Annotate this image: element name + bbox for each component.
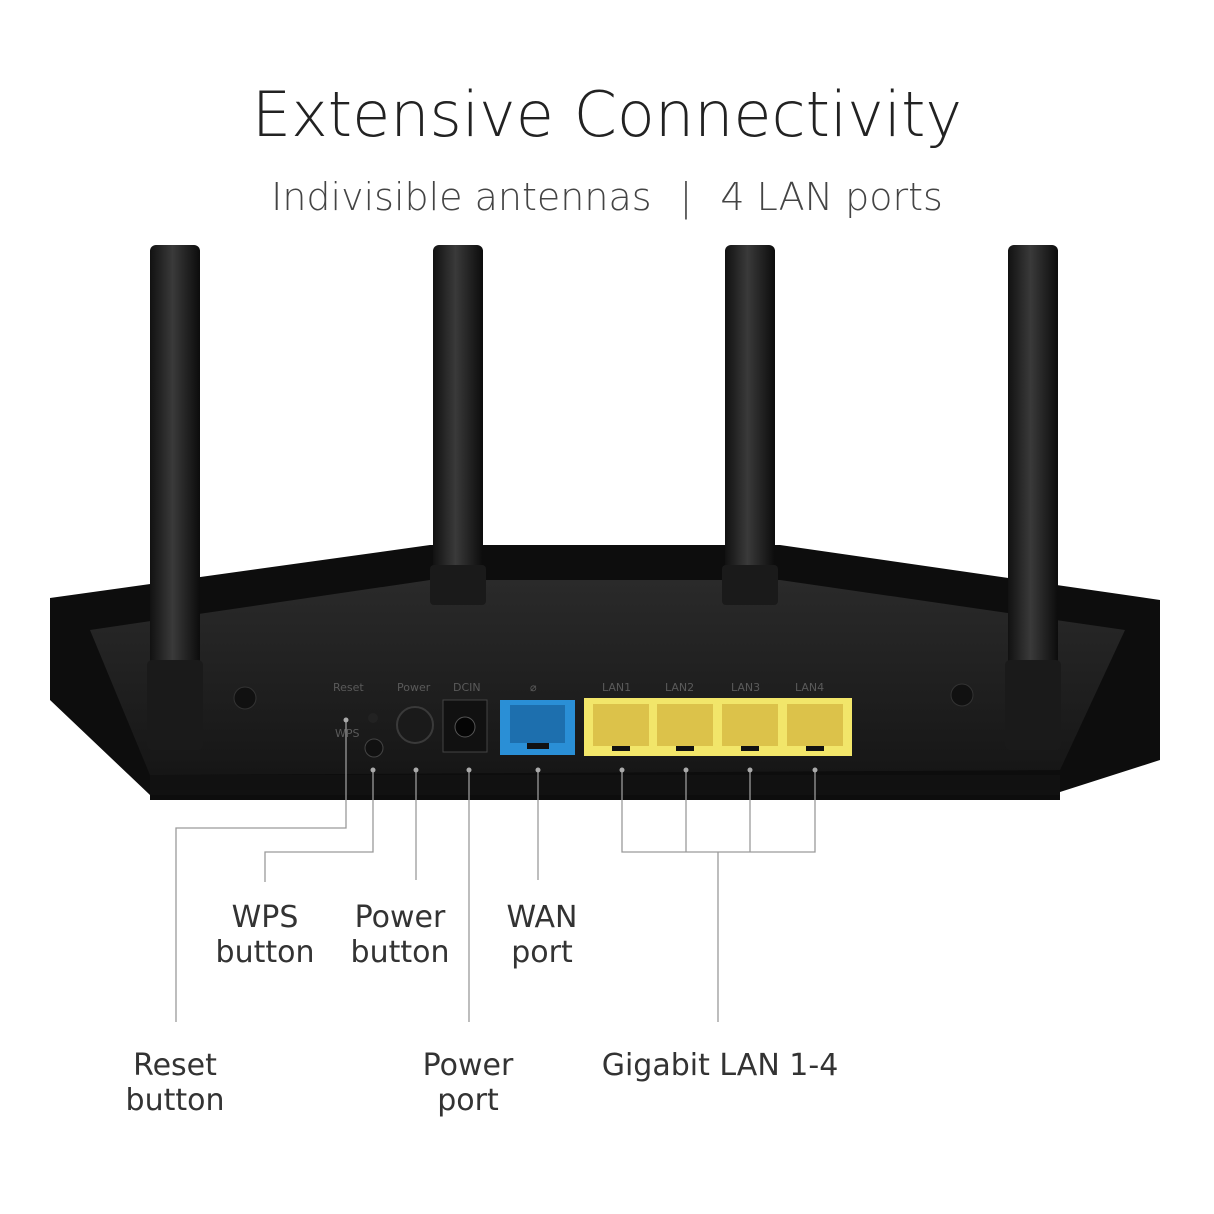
callout-wps-button: WPS button bbox=[216, 900, 315, 970]
callout-line: WAN bbox=[506, 900, 578, 935]
antenna-4 bbox=[1008, 245, 1058, 750]
callout-line: Reset bbox=[133, 1048, 217, 1083]
screw-icon bbox=[233, 686, 257, 710]
callout-reset-button: Reset button bbox=[126, 1048, 225, 1118]
antennas bbox=[147, 245, 1061, 750]
lan3-label: LAN3 bbox=[731, 681, 760, 694]
wps-label: WPS bbox=[335, 727, 360, 740]
callout-line: Power bbox=[422, 1048, 514, 1083]
callout-line: port bbox=[511, 935, 573, 970]
callout-power-port: Power port bbox=[423, 1048, 514, 1118]
lan-port-3[interactable] bbox=[722, 704, 778, 746]
page-title: Extensive Connectivity bbox=[251, 78, 963, 151]
lan1-label: LAN1 bbox=[602, 681, 631, 694]
subtitle-separator: | bbox=[679, 175, 693, 219]
reset-pinhole bbox=[368, 713, 378, 723]
antenna-3 bbox=[725, 245, 775, 605]
callout-line: button bbox=[125, 1083, 225, 1118]
antenna-2 bbox=[433, 245, 483, 605]
lan2-label: LAN2 bbox=[665, 681, 694, 694]
lan-port-1[interactable] bbox=[593, 704, 649, 746]
page-subtitle: Indivisible antennas | 4 LAN ports bbox=[0, 175, 1214, 219]
lan4-label: LAN4 bbox=[795, 681, 824, 694]
wps-button[interactable] bbox=[364, 738, 384, 758]
callout-line: button bbox=[215, 935, 315, 970]
wps-leader bbox=[264, 770, 374, 882]
callout-line: port bbox=[437, 1083, 499, 1118]
callout-line: Power bbox=[354, 900, 446, 935]
lan-port-4[interactable] bbox=[787, 704, 843, 746]
lan-ports bbox=[593, 704, 843, 751]
screw-icon bbox=[950, 683, 974, 707]
callout-gigabit-lan: Gigabit LAN 1-4 bbox=[601, 1048, 839, 1083]
reset-label: Reset bbox=[333, 681, 364, 694]
reset-leader bbox=[175, 720, 347, 1022]
callout-wan-port: WAN port bbox=[507, 900, 578, 970]
leader-lines bbox=[175, 720, 816, 1022]
callout-line: WPS bbox=[231, 900, 299, 935]
power-button[interactable] bbox=[396, 706, 434, 744]
router-rear-panel bbox=[90, 580, 1125, 775]
router-base bbox=[150, 775, 1060, 795]
lan-port-2[interactable] bbox=[657, 704, 713, 746]
power-label: Power bbox=[397, 681, 431, 694]
globe-icon: ⌀ bbox=[530, 681, 537, 694]
callout-line: button bbox=[350, 935, 450, 970]
antenna-1 bbox=[150, 245, 200, 750]
subtitle-antennas: Indivisible antennas bbox=[271, 175, 652, 219]
dcin-label: DCIN bbox=[453, 681, 481, 694]
callout-power-button: Power button bbox=[351, 900, 450, 970]
leader-dots bbox=[343, 717, 818, 773]
subtitle-lan: 4 LAN ports bbox=[720, 175, 943, 219]
